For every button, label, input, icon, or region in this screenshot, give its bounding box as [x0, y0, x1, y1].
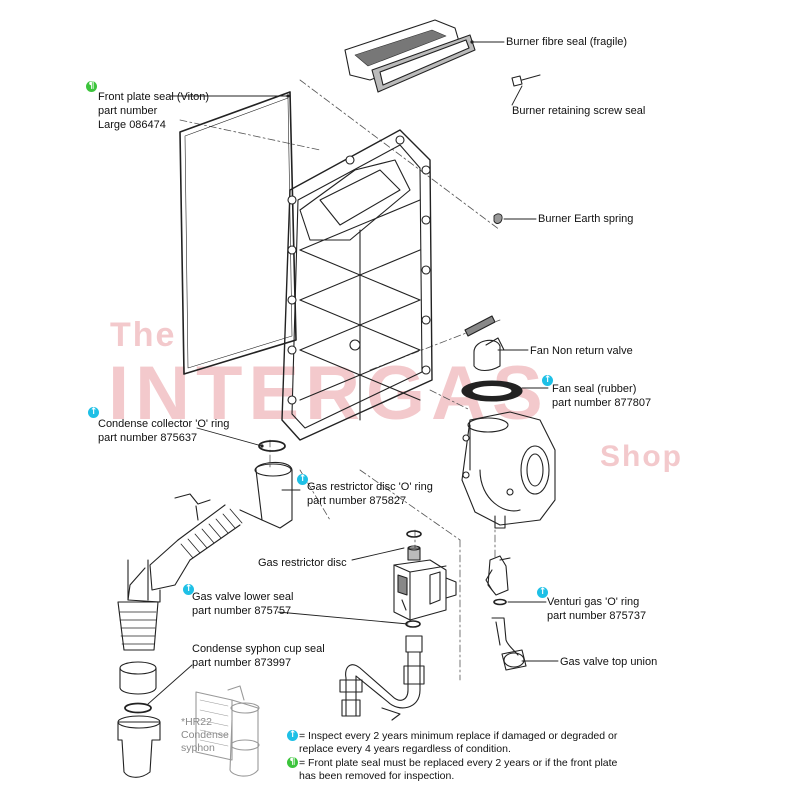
info-badge-icon: ↑	[542, 375, 553, 386]
label-line: Condense	[181, 729, 229, 741]
legend-front-plate: = Front plate seal must be replaced ever…	[299, 757, 617, 783]
label-line: part number 875757	[192, 605, 292, 617]
label-gas-valve-lower-seal: Gas valve lower seal part number 875757	[192, 590, 294, 618]
info-badge-icon: ↑	[183, 584, 194, 595]
fan-seal-ring-part	[461, 380, 523, 402]
label-line: part number 875737	[547, 610, 647, 622]
venturi-part	[485, 555, 511, 596]
label-line: part number 877807	[552, 397, 652, 409]
label-line: Condense syphon cup seal	[192, 643, 325, 655]
label-line: Large 086474	[98, 119, 166, 131]
front-plate-badge-icon: ¶	[287, 757, 298, 768]
gas-valve-part	[393, 559, 457, 621]
label-line: Condense collector 'O' ring	[98, 418, 230, 430]
leader-lines	[147, 41, 559, 705]
front-plate-seal-part	[179, 91, 297, 375]
assembly-axes	[179, 79, 501, 681]
condense-collector-ring-part	[258, 440, 286, 452]
gas-restrictor-disc-part	[407, 545, 421, 561]
label-condense-collector-ring: Condense collector 'O' ring part number …	[98, 417, 229, 445]
label-burner-retaining-screw-seal: Burner retaining screw seal	[512, 105, 646, 117]
label-front-plate-seal: Front plate seal (Viton) part number Lar…	[98, 90, 209, 132]
legend-info: = Inspect every 2 years minimum replace …	[299, 730, 617, 756]
label-burner-earth-spring: Burner Earth spring	[538, 213, 634, 225]
burner-retaining-screw-part	[511, 74, 541, 87]
label-burner-fibre-seal: Burner fibre seal (fragile)	[506, 36, 628, 48]
info-badge-icon: ↑	[88, 407, 99, 418]
heat-exchanger-plate-part	[281, 129, 433, 441]
label-line: Gas valve lower seal	[192, 591, 294, 603]
burner-fibre-seal-part	[344, 19, 476, 93]
label-line: Gas restrictor disc 'O' ring	[307, 481, 433, 493]
watermark-shop: Shop	[600, 440, 683, 473]
label-gas-restrictor-ring: Gas restrictor disc 'O' ring part number…	[307, 480, 433, 508]
label-line: part number 875827	[307, 495, 407, 507]
front-plate-badge-icon: ¶	[86, 81, 97, 92]
condense-syphon-part	[117, 559, 161, 778]
legend-line: = Front plate seal must be replaced ever…	[299, 757, 618, 769]
label-line: *HR22	[181, 716, 212, 728]
info-badge-icon: ↑	[537, 587, 548, 598]
condense-hose-part	[127, 461, 293, 603]
label-fan-seal: Fan seal (rubber) part number 877807	[552, 382, 651, 410]
legend-line: = Inspect every 2 years minimum replace …	[299, 730, 618, 742]
label-line: syphon	[181, 742, 215, 754]
fan-assembly-part	[461, 411, 556, 529]
label-line: part number 875637	[98, 432, 198, 444]
label-line: Front plate seal (Viton)	[98, 91, 210, 103]
legend-line: has been removed for inspection.	[299, 770, 455, 782]
label-gas-restrictor-disc: Gas restrictor disc	[258, 557, 347, 569]
gas-restrictor-ring-part	[406, 530, 422, 538]
label-gas-valve-top-union: Gas valve top union	[560, 656, 658, 668]
label-line: Venturi gas 'O' ring	[547, 596, 640, 608]
label-line: part number 873997	[192, 657, 292, 669]
info-badge-icon: ↑	[287, 730, 298, 741]
burner-earth-spring-part	[493, 213, 503, 224]
label-syphon-cup-seal: Condense syphon cup seal part number 873…	[192, 642, 325, 670]
legend-line: replace every 4 years regardless of cond…	[299, 743, 511, 755]
gas-valve-top-union-part	[491, 617, 527, 671]
label-line: part number	[98, 105, 158, 117]
label-hr22-note: *HR22 Condense syphon	[181, 716, 229, 755]
label-line: Fan seal (rubber)	[552, 383, 637, 395]
info-badge-icon: ↑	[297, 474, 308, 485]
fan-non-return-valve-part	[464, 315, 505, 372]
label-venturi-ring: Venturi gas 'O' ring part number 875737	[547, 595, 646, 623]
watermark-the: The	[110, 316, 177, 354]
venturi-gas-ring-part	[493, 598, 507, 606]
label-fan-non-return-valve: Fan Non return valve	[530, 345, 633, 357]
hr22-syphon-part	[195, 685, 260, 777]
gas-pipe-part	[339, 635, 425, 721]
